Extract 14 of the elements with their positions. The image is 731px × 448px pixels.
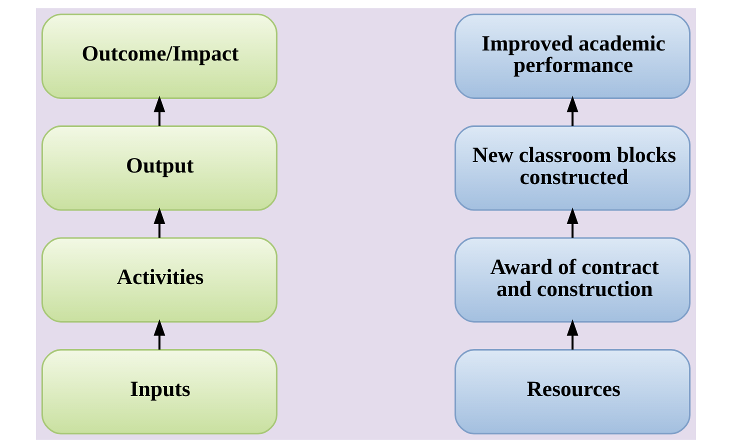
arrow [566, 207, 578, 238]
node-box: Output [40, 125, 277, 211]
node-box: New classroom blocks constructed [454, 125, 690, 211]
node-box: Activities [40, 237, 277, 323]
arrow [153, 319, 165, 350]
arrow [566, 96, 578, 126]
node-box: Improved academic performance [454, 14, 690, 99]
node-box: Resources [454, 349, 690, 434]
arrow [566, 319, 578, 350]
node-box: Outcome/Impact [40, 14, 277, 99]
node-box: Award of contract and construction [454, 237, 690, 323]
arrow [153, 207, 165, 238]
arrow [153, 96, 165, 126]
node-box: Inputs [40, 349, 277, 434]
